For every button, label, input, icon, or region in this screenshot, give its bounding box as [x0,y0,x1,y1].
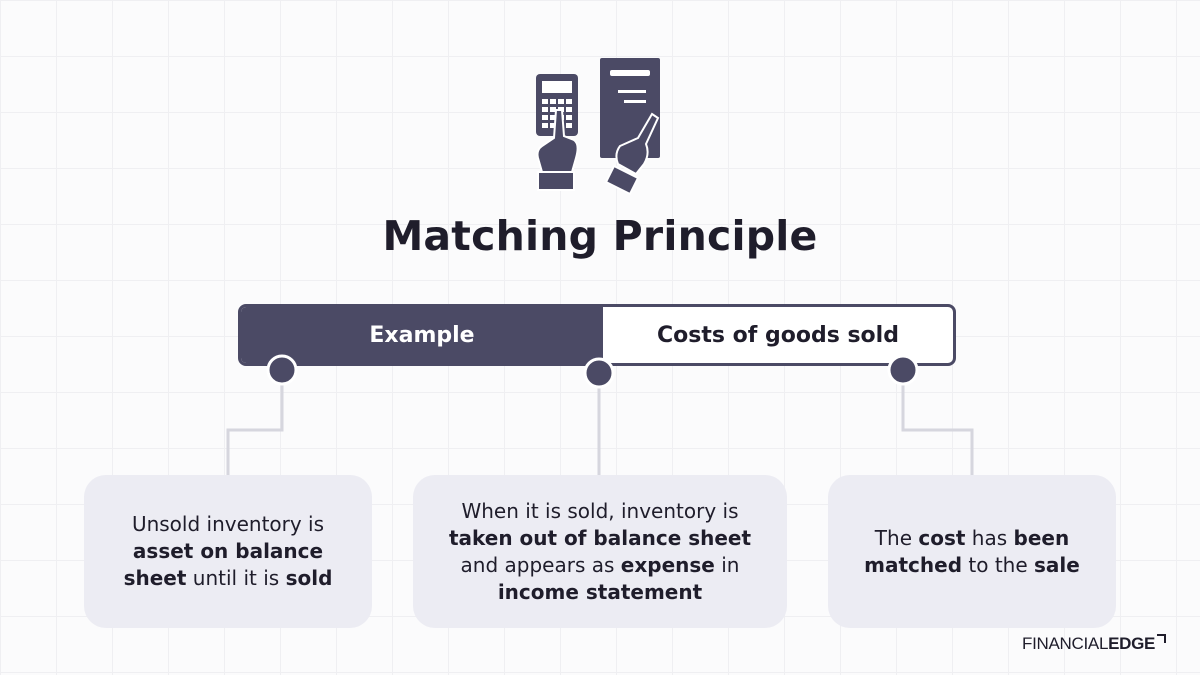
page-title: Matching Principle [382,212,818,260]
card-text-regular: until it is [186,566,286,590]
card-text-bold: been matched [864,525,1070,577]
card-text: When it is sold, inventory is taken out … [431,498,769,606]
card-text-regular: in [714,552,740,577]
card-text: Unsold inventory is asset on balance she… [102,511,354,592]
card-text-bold: expense [620,552,715,577]
card-text-bold: sold [285,566,333,590]
card-cost-matched: The cost has been matched to the sale [828,475,1116,628]
card-text-regular: and appears as [460,552,621,577]
banner-cogs-label: Costs of goods sold [657,322,899,348]
card-text-regular: Unsold inventory is [131,512,325,536]
calculator-document-icon [536,58,660,196]
card-text-regular: When it is sold, inventory is [461,498,739,523]
card-text-regular: The [874,525,919,550]
example-banner: Example Costs of goods sold [238,304,956,366]
card-text-bold: income statement [497,579,703,604]
card-text-bold: cost [918,525,966,550]
card-unsold-inventory: Unsold inventory is asset on balance she… [84,475,372,628]
logo-corner-icon [1157,634,1167,643]
connector-right [901,384,974,475]
card-text-bold: sale [1034,552,1080,577]
card-text-bold: asset on balance sheet [123,539,324,590]
card-text: The cost has been matched to the sale [846,525,1098,579]
logo-text-financial: FINANCIAL [1022,634,1109,653]
card-text-regular: to the [962,552,1035,577]
card-text-regular: has [965,525,1014,550]
card-inventory-sold: When it is sold, inventory is taken out … [413,475,787,628]
connector-left [226,384,284,475]
logo-text-edge: EDGE [1108,634,1156,653]
banner-example-label: Example [241,307,603,363]
card-text-bold: taken out of balance sheet [448,525,752,550]
